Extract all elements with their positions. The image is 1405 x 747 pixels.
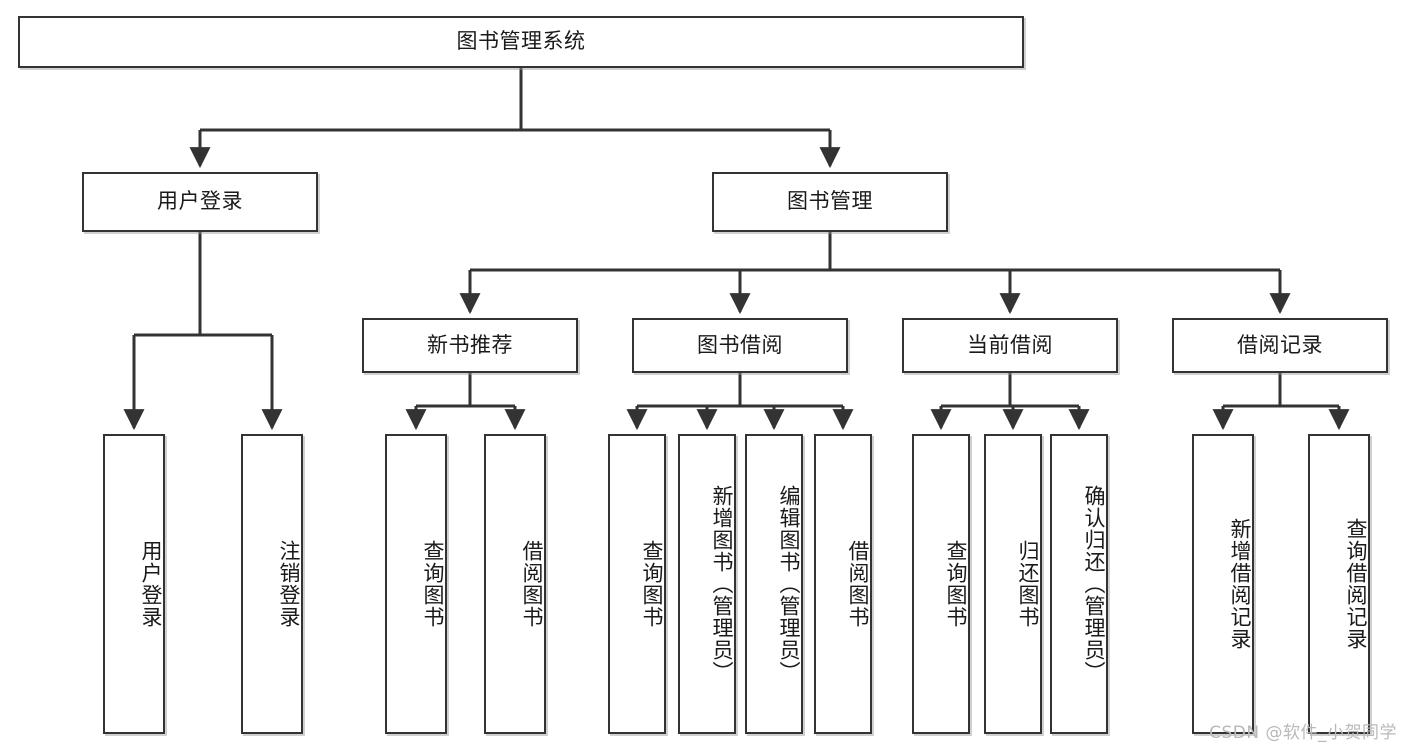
csdn-watermark: CSDN @软件_小贺同学 (1209, 723, 1397, 743)
node-user-login-label: 用户登录 (157, 189, 243, 214)
node-leaf-cur-query-book[interactable]: 查询图书 (912, 434, 970, 734)
node-leaf-cur-return-book-label: 归还图书 (1016, 540, 1040, 628)
node-leaf-rec-add-record-label: 新增借阅记录 (1228, 518, 1252, 650)
node-leaf-borrow-query-book[interactable]: 查询图书 (608, 434, 666, 734)
node-leaf-cur-return-book[interactable]: 归还图书 (984, 434, 1042, 734)
node-leaf-rec-borrow-book-label: 借阅图书 (520, 540, 544, 628)
node-leaf-borrow-borrow-book[interactable]: 借阅图书 (814, 434, 872, 734)
node-borrow-record[interactable]: 借阅记录 (1172, 318, 1388, 373)
node-user-login[interactable]: 用户登录 (82, 172, 318, 232)
node-current-borrow[interactable]: 当前借阅 (902, 318, 1118, 373)
node-leaf-user-logout[interactable]: 注销登录 (241, 434, 303, 734)
node-leaf-rec-borrow-book[interactable]: 借阅图书 (484, 434, 546, 734)
node-leaf-borrow-edit-book-label: 编辑图书（管理员） (777, 485, 801, 683)
node-book-manage-label: 图书管理 (787, 189, 873, 214)
node-leaf-user-login[interactable]: 用户登录 (103, 434, 165, 734)
node-leaf-borrow-query-book-label: 查询图书 (640, 540, 664, 628)
node-leaf-user-logout-label: 注销登录 (277, 540, 301, 628)
node-root-label: 图书管理系统 (456, 29, 586, 54)
node-book-borrow[interactable]: 图书借阅 (632, 318, 848, 373)
node-leaf-rec-query-book[interactable]: 查询图书 (385, 434, 447, 734)
node-new-book-recommend-label: 新书推荐 (427, 332, 513, 357)
node-leaf-rec-query-record-label: 查询借阅记录 (1344, 518, 1368, 650)
node-book-manage[interactable]: 图书管理 (712, 172, 948, 232)
node-leaf-rec-query-record[interactable]: 查询借阅记录 (1308, 434, 1370, 734)
node-book-borrow-label: 图书借阅 (697, 332, 783, 357)
node-leaf-cur-query-book-label: 查询图书 (944, 540, 968, 628)
node-leaf-rec-add-record[interactable]: 新增借阅记录 (1192, 434, 1254, 734)
node-new-book-recommend[interactable]: 新书推荐 (362, 318, 578, 373)
node-leaf-borrow-borrow-book-label: 借阅图书 (846, 540, 870, 628)
node-leaf-borrow-add-book[interactable]: 新增图书（管理员） (678, 434, 736, 734)
node-current-borrow-label: 当前借阅 (967, 332, 1053, 357)
node-borrow-record-label: 借阅记录 (1237, 332, 1323, 357)
node-root-system[interactable]: 图书管理系统 (18, 16, 1024, 68)
node-leaf-rec-query-book-label: 查询图书 (421, 540, 445, 628)
node-leaf-user-login-label: 用户登录 (139, 540, 163, 628)
node-leaf-cur-confirm-return[interactable]: 确认归还（管理员） (1050, 434, 1108, 734)
node-leaf-borrow-edit-book[interactable]: 编辑图书（管理员） (745, 434, 803, 734)
node-leaf-cur-confirm-return-label: 确认归还（管理员） (1082, 485, 1106, 683)
node-leaf-borrow-add-book-label: 新增图书（管理员） (710, 485, 734, 683)
